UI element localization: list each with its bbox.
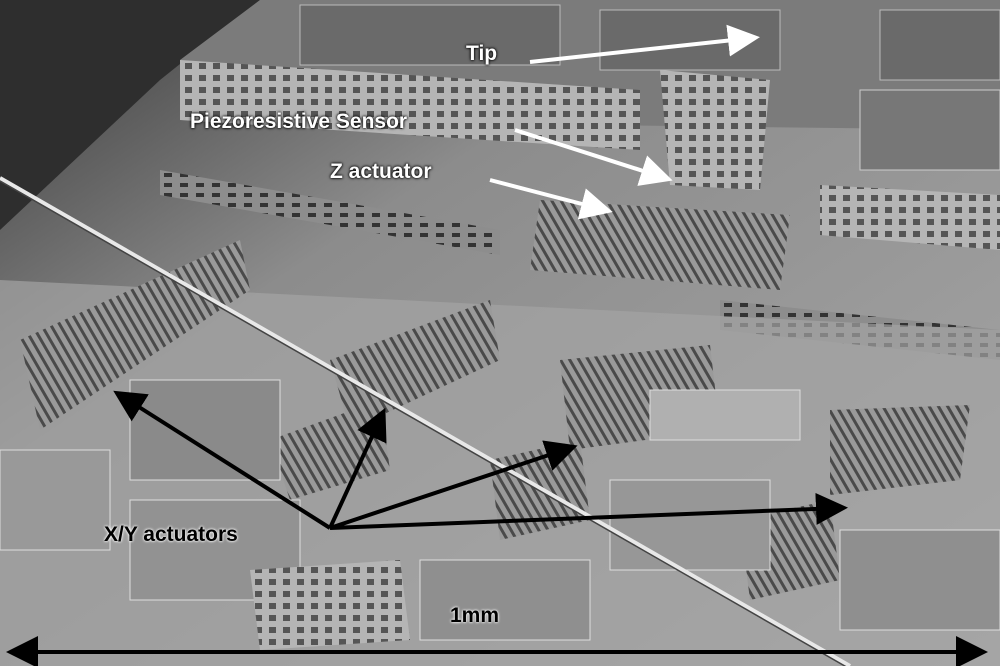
piezo-arrow (514, 128, 673, 186)
background-dark (0, 0, 260, 230)
xy-actuator-4 (830, 405, 970, 495)
label-xy-actuators: X/Y actuators (104, 523, 238, 546)
label-tip: Tip (466, 42, 498, 65)
top-grid (180, 60, 640, 150)
perforated-beam (160, 170, 500, 255)
tip-platform (660, 70, 770, 190)
z-arrow (489, 178, 613, 220)
xy-actuator-2 (330, 300, 500, 430)
label-scale: 1mm (450, 604, 500, 627)
xy-arrows (113, 390, 848, 530)
label-z-actuator: Z actuator (330, 160, 432, 183)
tip-arrow (529, 24, 760, 64)
label-piezoresistive-sensor: Piezoresistive Sensor (190, 110, 408, 133)
z-actuator-comb (530, 200, 790, 290)
probe-wire (0, 176, 851, 666)
